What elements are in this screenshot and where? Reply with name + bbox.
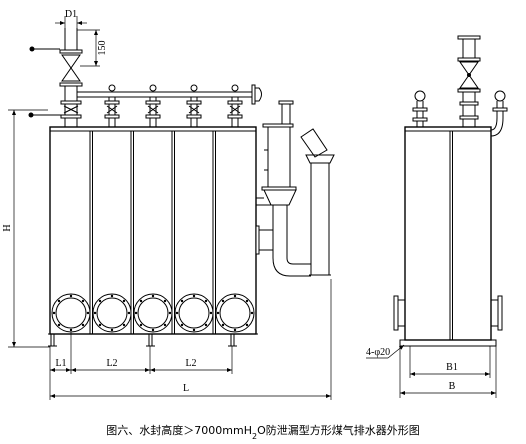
side-butterfly-valve-upper (459, 61, 479, 76)
manhole-2 (92, 293, 132, 333)
right-manhole-neck (490, 299, 499, 327)
side-dimensions: 4-φ20 B1 B (366, 344, 497, 398)
dim-150-label: 150 (97, 41, 108, 56)
branch-pipe-4 (186, 84, 202, 128)
side-inlet-flange (457, 35, 481, 40)
manholes (51, 293, 255, 333)
manhole-3 (133, 293, 173, 333)
overflow-funnel (263, 189, 297, 206)
valve-handle-knob (28, 112, 34, 118)
outlet-funnel (305, 154, 335, 164)
left-manhole-neck (397, 299, 406, 327)
water-seal-tank-side (399, 126, 497, 347)
l-label: L (183, 383, 189, 394)
side-small-pipes (412, 90, 508, 137)
side-inlet-flange (457, 57, 481, 62)
branch-pipe-2 (104, 84, 120, 128)
side-inlet-pipe (457, 35, 481, 127)
right-small-pipe-bend (490, 117, 498, 131)
left-small-pipe-flange (412, 117, 428, 122)
h-label: H (2, 224, 13, 231)
l2-label-first: L2 (106, 358, 117, 369)
inlet-flange (60, 100, 82, 105)
l1-label: L1 (55, 358, 66, 369)
outlet-elbow (300, 128, 328, 158)
side-valve-stem (467, 73, 471, 77)
side-butterfly-valve-lower (459, 74, 479, 89)
inlet-flange (60, 114, 82, 119)
leg (230, 333, 235, 347)
front-view: D1 150 H L1 L2 L2 L (2, 9, 335, 400)
right-small-pipe-flange (492, 107, 508, 112)
header-end-cap (255, 87, 262, 102)
holes-label: 4-φ20 (366, 347, 390, 358)
base-plate (399, 339, 497, 347)
down-pipe-bend (272, 257, 311, 277)
side-inlet-flange (457, 88, 481, 93)
compartment-dividers (89, 131, 216, 334)
manhole-5 (215, 293, 255, 333)
tank-outline (49, 126, 257, 335)
inlet-flange (59, 82, 83, 87)
side-inlet-flange (459, 101, 479, 106)
front-dimensions: D1 150 H L1 L2 L2 L (2, 9, 332, 400)
leg (148, 333, 153, 347)
d1-label: D1 (65, 9, 77, 20)
right-valve-handwheel (494, 90, 506, 102)
water-seal-tank-front (48, 126, 258, 335)
right-manhole-flange (497, 295, 503, 331)
valve-handle-knob (29, 46, 35, 52)
manhole-4 (174, 293, 214, 333)
side-inlet-flange (459, 115, 479, 120)
top-header-pipe (77, 84, 262, 128)
left-small-pipe-flange (412, 107, 428, 112)
caption-part-2: O防泄漏型方形煤气排水器外形图 (257, 423, 420, 437)
butterfly-valve-upper (61, 54, 81, 69)
side-view: 4-φ20 B1 B (366, 35, 508, 398)
manhole-1 (51, 293, 91, 333)
l2-label-second: L2 (185, 358, 196, 369)
butterfly-valve-lower (61, 67, 81, 82)
overflow-tube (267, 126, 291, 188)
caption-subscript: 2 (252, 432, 257, 441)
figure-caption: 图六、水封高度＞7000mmH2O防泄漏型方形煤气排水器外形图 (106, 423, 419, 441)
leg (50, 333, 55, 347)
b-label: B (449, 381, 456, 392)
left-valve-handwheel (414, 90, 426, 102)
support-legs (48, 333, 237, 347)
b1-label: B1 (446, 362, 458, 373)
inlet-flange (59, 49, 83, 54)
inlet-valve (63, 105, 79, 114)
holes-leader (387, 344, 405, 359)
drain-assembly (255, 100, 335, 277)
side-manhole-flanges (393, 295, 503, 331)
right-small-pipe-bend (490, 117, 504, 137)
down-pipe-bend (286, 257, 311, 265)
branch-pipe-5 (227, 84, 243, 128)
vent-stub-flange (278, 100, 294, 105)
inlet-pipe (28, 28, 83, 127)
side-tank-outline (404, 126, 492, 341)
outlet-tube (310, 162, 330, 276)
caption-part-1: 图六、水封高度＞7000mmH (106, 423, 252, 437)
header-end-flange (251, 84, 256, 105)
left-manhole-flange (393, 295, 399, 331)
branch-pipe-3 (145, 84, 161, 128)
connector-flange (255, 225, 260, 255)
